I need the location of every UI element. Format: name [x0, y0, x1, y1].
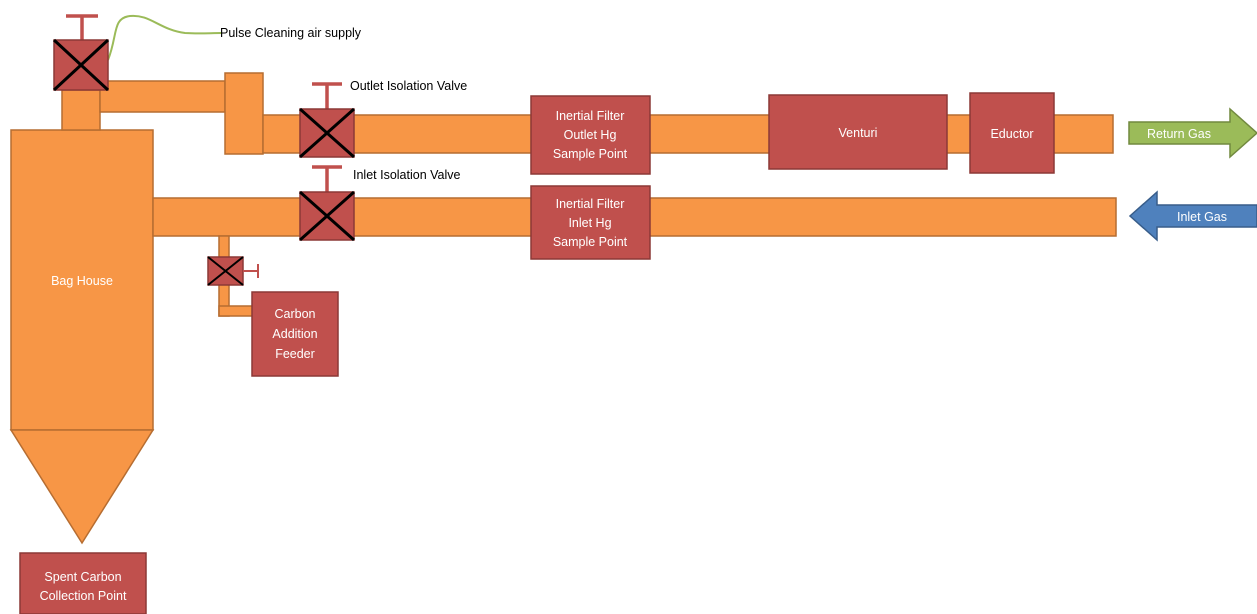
outlet-hg-sample-point: [530, 95, 651, 175]
outlet-sample-label-2: Outlet Hg: [564, 128, 617, 142]
bag-house-label: Bag House: [51, 274, 113, 288]
outlet-sample-label-3: Sample Point: [553, 147, 628, 161]
spent-carbon-label-2: Collection Point: [40, 589, 127, 603]
inlet-hg-sample-point: [530, 185, 651, 260]
bag-house-outlet-riser: [61, 89, 101, 131]
carbon-feeder-label-3: Feeder: [275, 347, 315, 361]
pulse-air-label: Pulse Cleaning air supply: [220, 26, 362, 40]
bag-house-hopper: [9, 429, 155, 545]
spent-carbon-collection-point: [19, 552, 147, 614]
venturi: [768, 94, 948, 170]
return-gas-label: Return Gas: [1147, 127, 1211, 141]
return-gas-arrow: [1128, 107, 1257, 159]
eductor-label: Eductor: [990, 127, 1033, 141]
outlet-valve-label: Outlet Isolation Valve: [350, 79, 467, 93]
upper-duct: [99, 80, 226, 113]
inlet-gas-label: Inlet Gas: [1177, 210, 1227, 224]
inlet-gas-arrow: [1128, 190, 1257, 242]
venturi-label: Venturi: [839, 126, 878, 140]
carbon-feeder-label-2: Addition: [272, 327, 317, 341]
carbon-branch-horizontal: [218, 305, 254, 317]
inlet-sample-label-2: Inlet Hg: [568, 216, 611, 230]
pulse-air-line: [107, 14, 223, 61]
bag-house: [10, 129, 154, 431]
duct-flange: [224, 72, 264, 155]
carbon-feeder-label-1: Carbon: [275, 307, 316, 321]
eductor: [969, 92, 1055, 174]
inlet-sample-label-1: Inertial Filter: [556, 197, 625, 211]
inlet-valve-label: Inlet Isolation Valve: [353, 168, 461, 182]
carbon-addition-feeder: [251, 291, 339, 377]
outlet-sample-label-1: Inertial Filter: [556, 109, 625, 123]
spent-carbon-label-1: Spent Carbon: [44, 570, 121, 584]
inlet-sample-label-3: Sample Point: [553, 235, 628, 249]
